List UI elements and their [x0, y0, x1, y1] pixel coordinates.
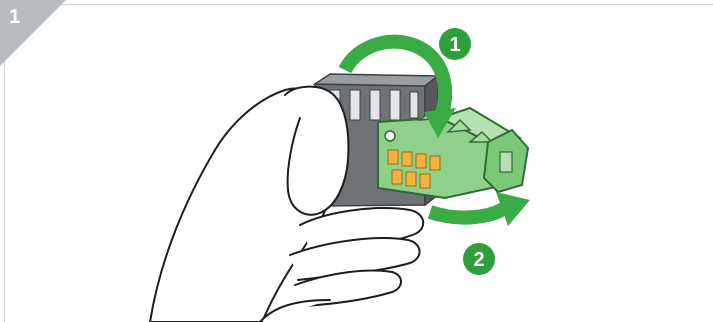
callout-label-2: 2	[473, 249, 484, 271]
callout-badge-2: 2	[463, 243, 495, 275]
circuit-board	[378, 108, 528, 198]
callout-badge-1: 1	[439, 28, 471, 60]
callout-label-1: 1	[449, 34, 460, 56]
